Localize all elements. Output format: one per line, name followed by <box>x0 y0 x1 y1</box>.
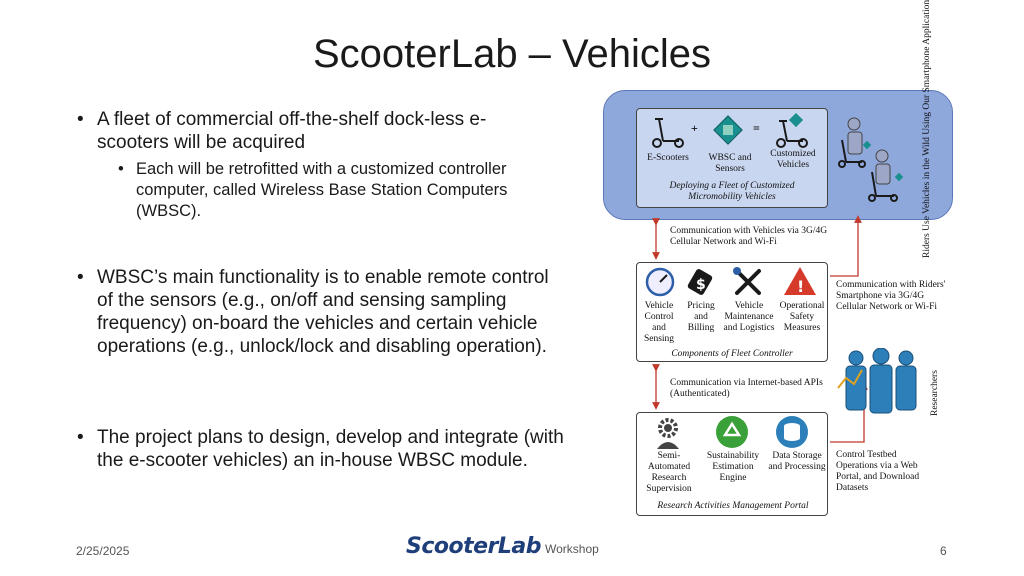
dollar-sign: $ <box>696 277 706 293</box>
fleet-caption: Components of Fleet Controller <box>671 349 793 359</box>
control-testbed-label: Control Testbed Operations via a Web Por… <box>836 450 920 493</box>
label-research-supervision: Semi-Automated Research Supervision <box>646 451 692 494</box>
sub-bullet-retrofit-text: Each will be retrofitted with a customiz… <box>136 160 508 220</box>
equals-sign: = <box>753 121 760 135</box>
bullet-fleet: • A fleet of commercial off-the-shelf do… <box>77 108 557 154</box>
bullet-inhouse-module: • The project plans to design, develop a… <box>77 426 567 472</box>
label-pricing-billing: Pricing and Billing <box>687 301 715 333</box>
gear-person-icon <box>657 418 679 449</box>
bullet-wbsc-functionality: • WBSC’s main functionality is to enable… <box>77 266 557 358</box>
label-vehicle-control: Vehicle Control and Sensing <box>643 301 675 344</box>
recycle-icon <box>716 416 748 448</box>
scooterlab-logo: ScooterLab <box>406 534 542 559</box>
database-icon <box>776 416 808 448</box>
architecture-diagram: + = E-Scooters WBSC and Sensors Customiz… <box>600 0 960 526</box>
logo-workshop-text: Workshop <box>545 542 599 556</box>
bullet-dot: • <box>77 109 84 130</box>
label-sustainability-engine: Sustainability Estimation Engine <box>706 451 760 483</box>
label-data-storage: Data Storage and Processing <box>768 451 826 472</box>
bullet-dot: • <box>77 427 84 448</box>
page-number: 6 <box>940 544 947 558</box>
research-portal-box: Semi-Automated Research Supervision Sust… <box>636 412 828 516</box>
deploy-caption: Deploying a Fleet of Customized Micromob… <box>669 181 795 202</box>
bullet-dot: • <box>77 267 84 288</box>
bullet-wbsc-functionality-text: WBSC’s main functionality is to enable r… <box>97 267 549 357</box>
comm-vehicles-label: Communication with Vehicles via 3G/4G Ce… <box>670 226 828 247</box>
tools-icon <box>733 267 761 295</box>
bullet-inhouse-module-text: The project plans to design, develop and… <box>97 427 564 471</box>
deploy-fleet-box: + = E-Scooters WBSC and Sensors Customiz… <box>636 108 828 208</box>
label-operational-safety: Operational Safety Measures <box>779 301 825 333</box>
bullet-dot: • <box>118 160 124 178</box>
researchers-label: Researchers <box>930 370 940 416</box>
footer-logo: ScooterLab Workshop <box>406 534 599 559</box>
label-vehicle-maintenance: Vehicle Maintenance and Logistics <box>723 301 775 333</box>
plus-sign: + <box>691 121 698 135</box>
research-caption: Research Activities Management Portal <box>657 501 809 511</box>
label-wbsc-sensors: WBSC and Sensors <box>708 153 752 174</box>
chip-icon <box>713 115 743 145</box>
label-customized-vehicles: Customized Vehicles <box>770 149 816 170</box>
footer-date: 2/25/2025 <box>76 544 130 558</box>
scooter-icon <box>652 118 684 148</box>
bullet-fleet-text: A fleet of commercial off-the-shelf dock… <box>97 109 487 153</box>
sub-bullet-retrofit: • Each will be retrofitted with a custom… <box>118 159 576 222</box>
warning-icon: ! <box>784 267 816 296</box>
comm-api-label: Communication via Internet-based APIs (A… <box>670 378 823 399</box>
custom-scooter-icon <box>776 113 808 148</box>
warning-mark: ! <box>797 277 804 296</box>
slide-title: ScooterLab – Vehicles <box>312 32 712 76</box>
researchers-icon <box>837 348 917 414</box>
fleet-controller-box: $ ! Vehicle Control and Sensing Pricing … <box>636 262 828 362</box>
comm-riders-label: Communication with Riders' Smartphone vi… <box>836 280 946 312</box>
riders-icon <box>838 117 904 202</box>
label-e-scooters: E-Scooters <box>647 153 689 163</box>
gauge-icon <box>645 267 675 297</box>
price-tag-icon: $ <box>687 269 713 295</box>
riders-label: Riders Use Vehicles in the Wild Using Ou… <box>922 0 932 258</box>
